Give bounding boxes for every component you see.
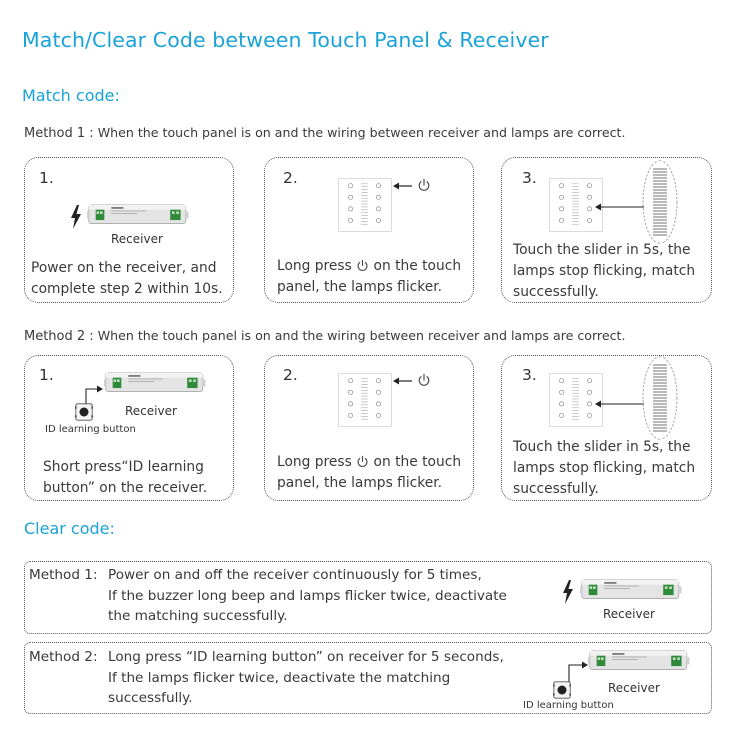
arrow-left-icon bbox=[393, 377, 412, 385]
lightning-icon bbox=[70, 205, 82, 229]
step-text: Touch the slider in 5s, the lamps stop f… bbox=[513, 439, 696, 497]
receiver-label: Receiver bbox=[608, 681, 660, 695]
receiver-label: Receiver bbox=[111, 232, 163, 246]
clear-code-heading: Clear code: bbox=[24, 519, 115, 538]
step-number: 1. bbox=[39, 366, 54, 384]
method1-step3-card: 3. Touch the slider in 5s, the lamps sto… bbox=[501, 157, 712, 303]
id-learning-button-image bbox=[75, 403, 93, 421]
step-text: Long press on the touch panel, the lamps… bbox=[277, 258, 462, 295]
slider-zoom-image bbox=[642, 356, 678, 440]
id-button-label: ID learning button bbox=[523, 700, 614, 711]
power-icon bbox=[356, 259, 369, 272]
power-icon bbox=[417, 178, 431, 192]
step-text: Short press“ID learning button” on the r… bbox=[43, 459, 208, 496]
step-number: 2. bbox=[283, 366, 298, 384]
slider-zoom-image bbox=[642, 160, 678, 244]
touch-panel-image bbox=[338, 178, 392, 232]
receiver-label: Receiver bbox=[125, 404, 177, 418]
method1-step2-card: 2. Long press on the touch panel, the la… bbox=[264, 157, 474, 303]
touch-panel-image bbox=[338, 373, 392, 427]
arrow-left-icon bbox=[595, 400, 644, 408]
method1-label: Method 1 : bbox=[24, 126, 94, 141]
receiver-image bbox=[588, 647, 692, 673]
receiver-label: Receiver bbox=[603, 607, 655, 621]
clear-method2-text: Long press “ID learning button” on recei… bbox=[108, 649, 504, 706]
connector-arrow-icon bbox=[568, 661, 588, 684]
step-text: Touch the slider in 5s, the lamps stop f… bbox=[513, 242, 696, 300]
method1-text: When the touch panel is on and the wirin… bbox=[97, 125, 626, 140]
method1-step1-card: 1. Receiver Power on the receiver, and c… bbox=[24, 157, 234, 303]
method2-step3-card: 3. Touch the slider in 5s, the lamps sto… bbox=[501, 355, 712, 501]
id-button-label: ID learning button bbox=[45, 424, 136, 435]
step-text: Power on the receiver, and complete step… bbox=[31, 260, 223, 297]
method2-label: Method 2 : bbox=[24, 329, 94, 344]
receiver-image bbox=[87, 201, 191, 227]
lightning-icon bbox=[562, 580, 574, 604]
clear-method1-label: Method 1: bbox=[29, 567, 98, 583]
method2-step2-card: 2. Long press on the touch panel, the la… bbox=[264, 355, 474, 501]
arrow-left-icon bbox=[595, 203, 644, 211]
step-text: Long press on the touch panel, the lamps… bbox=[277, 454, 462, 491]
method2-description: Method 2 : When the touch panel is on an… bbox=[24, 328, 625, 344]
page-title: Match/Clear Code between Touch Panel & R… bbox=[22, 28, 549, 52]
step-number: 3. bbox=[522, 169, 537, 187]
power-icon bbox=[417, 373, 431, 387]
step-number: 3. bbox=[522, 366, 537, 384]
clear-method1-text: Power on and off the receiver continuous… bbox=[108, 567, 507, 624]
clear-method2-label: Method 2: bbox=[29, 649, 98, 665]
step-number: 2. bbox=[283, 169, 298, 187]
match-code-heading: Match code: bbox=[22, 86, 120, 105]
power-icon bbox=[356, 455, 369, 468]
receiver-image bbox=[104, 369, 208, 395]
clear-method2-card: Method 2: Long press “ID learning button… bbox=[24, 642, 712, 714]
receiver-image bbox=[580, 576, 684, 602]
connector-arrow-icon bbox=[85, 385, 103, 409]
clear-method1-card: Method 1: Power on and off the receiver … bbox=[24, 561, 712, 634]
method2-text: When the touch panel is on and the wirin… bbox=[97, 328, 626, 343]
id-learning-button-image bbox=[553, 681, 571, 699]
arrow-left-icon bbox=[393, 182, 412, 190]
step-number: 1. bbox=[39, 169, 54, 187]
method2-step1-card: 1. Receiver ID learning button Short pre… bbox=[24, 355, 234, 501]
method1-description: Method 1 : When the touch panel is on an… bbox=[24, 125, 625, 141]
